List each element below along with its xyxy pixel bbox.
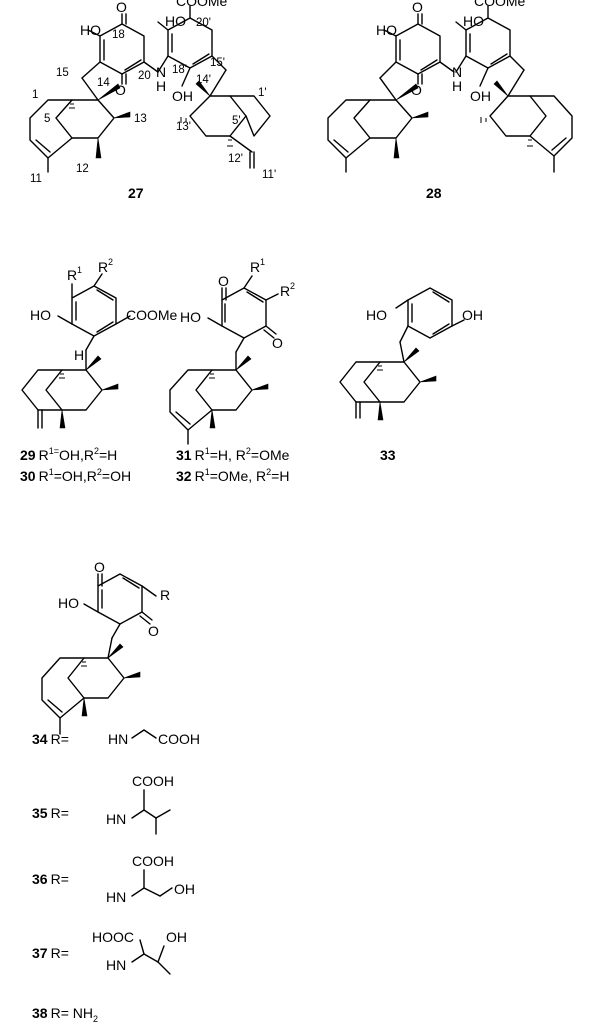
label: O bbox=[148, 623, 159, 639]
label: R bbox=[280, 283, 290, 299]
label: HO bbox=[376, 22, 397, 38]
label: HN bbox=[106, 811, 126, 827]
label: 5 bbox=[44, 113, 50, 125]
label: HN bbox=[106, 957, 126, 973]
label: O bbox=[411, 82, 422, 98]
label: 1 bbox=[260, 257, 265, 267]
label: 11 bbox=[30, 173, 42, 185]
label: O bbox=[218, 273, 229, 289]
label: 12 bbox=[76, 163, 89, 175]
label: OH bbox=[172, 88, 193, 104]
label: HN bbox=[106, 889, 126, 905]
compound-33-structure bbox=[339, 287, 465, 421]
label: N bbox=[452, 64, 462, 80]
label: O bbox=[412, 0, 423, 15]
compound-number: 27 bbox=[128, 185, 144, 201]
compound-27-structure bbox=[29, 5, 271, 173]
label: R bbox=[98, 259, 108, 275]
label: HO bbox=[165, 13, 186, 29]
label: 1 bbox=[77, 265, 82, 275]
label: O bbox=[115, 82, 126, 98]
label: 15 bbox=[56, 67, 69, 79]
label: 14' bbox=[196, 74, 211, 86]
label: COOMe bbox=[474, 0, 526, 9]
label: 20' bbox=[196, 17, 211, 29]
label: COOH bbox=[158, 731, 200, 747]
label: COOH bbox=[132, 853, 174, 869]
compound-31-32-structure bbox=[169, 275, 279, 445]
label: 13' bbox=[176, 121, 191, 133]
label: H bbox=[452, 78, 462, 94]
label: O bbox=[94, 559, 105, 575]
label: OH bbox=[470, 88, 491, 104]
substituent-37 bbox=[131, 939, 171, 975]
label: HO bbox=[366, 307, 387, 323]
label: 2 bbox=[108, 257, 113, 267]
label: 18' bbox=[172, 64, 187, 76]
label: O bbox=[116, 0, 127, 15]
label: H bbox=[74, 347, 84, 363]
label: 20 bbox=[138, 70, 151, 82]
label: N bbox=[156, 64, 166, 80]
compound-number: 28 bbox=[426, 185, 442, 201]
label: 5' bbox=[232, 115, 241, 127]
label: O bbox=[272, 335, 283, 351]
label: HO bbox=[463, 13, 484, 29]
label: H bbox=[156, 78, 166, 94]
label: 12' bbox=[228, 153, 243, 165]
compound-29-30-structure bbox=[21, 273, 131, 429]
label: 1' bbox=[258, 87, 267, 99]
compound-34-38-core-structure bbox=[41, 573, 157, 735]
label: 13 bbox=[134, 113, 147, 125]
label: 11' bbox=[262, 169, 276, 181]
label: COOH bbox=[132, 773, 174, 789]
label: OH bbox=[174, 881, 195, 897]
label: R bbox=[160, 587, 170, 603]
label: HO bbox=[180, 309, 201, 325]
substituent-36 bbox=[131, 869, 173, 897]
label: OH bbox=[166, 929, 187, 945]
substituent-35 bbox=[131, 789, 171, 835]
label: R bbox=[250, 259, 260, 275]
label: HO bbox=[30, 307, 51, 323]
label: R bbox=[67, 267, 77, 283]
substituent-34 bbox=[131, 729, 157, 739]
compound-28-structure bbox=[327, 5, 573, 173]
compound-number: 33 bbox=[380, 447, 396, 463]
label: 15' bbox=[210, 57, 225, 69]
label: 1 bbox=[32, 89, 38, 101]
label: HN bbox=[108, 731, 128, 747]
label: COOMe bbox=[126, 307, 178, 323]
label: HOOC bbox=[92, 929, 134, 945]
label: 18 bbox=[112, 29, 125, 41]
label: OH bbox=[462, 307, 483, 323]
label: 14 bbox=[97, 77, 110, 89]
label: HO bbox=[58, 595, 79, 611]
label: COOMe bbox=[176, 0, 228, 9]
label: HO bbox=[80, 22, 101, 38]
label: 2 bbox=[290, 281, 295, 291]
